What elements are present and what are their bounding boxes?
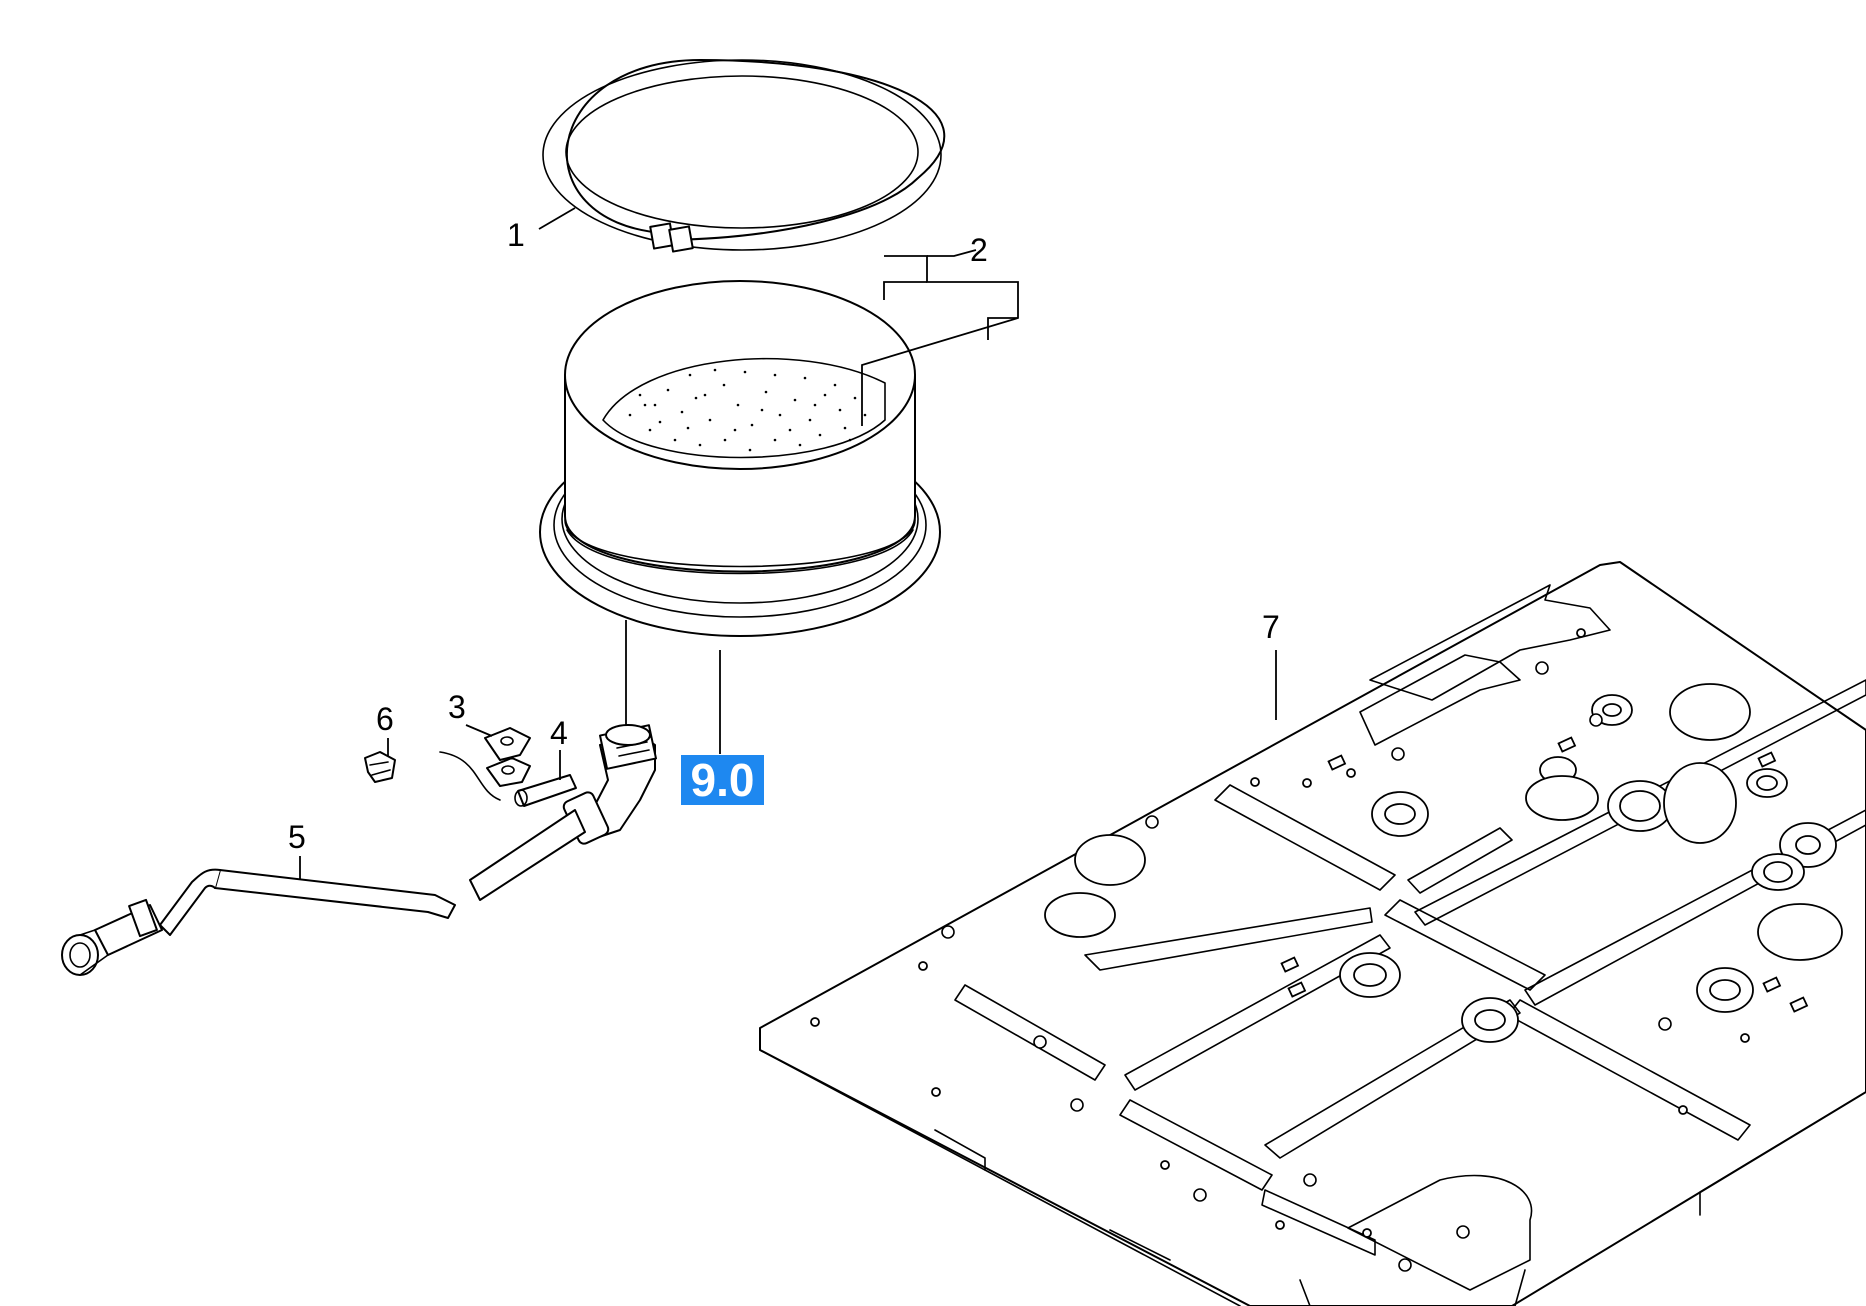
callout-7[interactable]: 7 bbox=[1262, 609, 1280, 720]
callout-5[interactable]: 5 bbox=[288, 819, 306, 880]
clamp-icon[interactable] bbox=[440, 728, 530, 800]
callout-4[interactable]: 4 bbox=[550, 715, 568, 780]
callout-7-label: 7 bbox=[1262, 609, 1280, 645]
hose-icon[interactable] bbox=[62, 725, 656, 975]
callout-3[interactable]: 3 bbox=[448, 689, 492, 736]
sleeve-icon[interactable] bbox=[515, 775, 576, 806]
callout-2[interactable]: 2 bbox=[862, 232, 1018, 426]
callout-6[interactable]: 6 bbox=[376, 701, 394, 756]
base-plate-icon[interactable] bbox=[760, 562, 1866, 1306]
callout-5-label: 5 bbox=[288, 819, 306, 855]
highlight-badge-9-0[interactable]: 9.0 bbox=[681, 755, 764, 805]
callout-4-label: 4 bbox=[550, 715, 568, 751]
callout-3-label: 3 bbox=[448, 689, 466, 725]
callout-6-label: 6 bbox=[376, 701, 394, 737]
highlight-leader bbox=[626, 620, 720, 754]
callout-1[interactable]: 1 bbox=[507, 208, 575, 253]
filter-basket-icon[interactable] bbox=[540, 281, 940, 636]
clip-icon[interactable] bbox=[365, 752, 395, 782]
callout-1-label: 1 bbox=[507, 217, 525, 253]
ring-seal-icon[interactable] bbox=[543, 60, 944, 252]
mesh-perforations bbox=[628, 368, 867, 452]
callout-2-label: 2 bbox=[970, 232, 988, 268]
